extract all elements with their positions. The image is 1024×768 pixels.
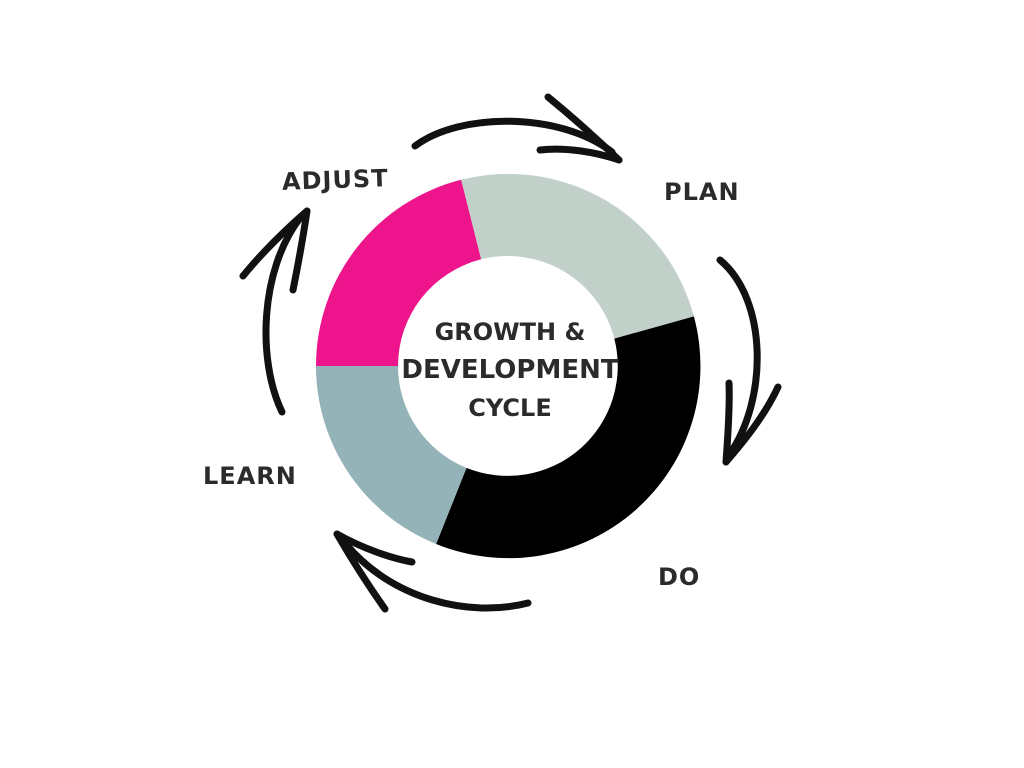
- arrow-adjust-to-plan: [411, 93, 623, 164]
- stage-label-adjust: ADJUST: [281, 164, 390, 196]
- arrow-plan-to-do: [716, 256, 782, 466]
- center-title-line-3: CYCLE: [468, 394, 552, 422]
- center-title: GROWTH & DEVELOPMENT CYCLE: [390, 313, 630, 427]
- ring-segment-plan: [461, 173, 694, 339]
- ring-segment-adjust: [316, 179, 482, 366]
- stage-label-plan: PLAN: [664, 178, 740, 206]
- arrow-learn-to-adjust: [239, 207, 311, 416]
- center-title-line-1: GROWTH &: [434, 318, 586, 346]
- center-title-line-2: DEVELOPMENT: [401, 355, 619, 385]
- arrow-do-to-learn: [333, 530, 532, 613]
- ring-segment-learn: [316, 366, 467, 544]
- stage-label-do: DO: [658, 563, 701, 591]
- stage-label-learn: LEARN: [203, 462, 297, 490]
- ring-segment-do: [436, 316, 701, 559]
